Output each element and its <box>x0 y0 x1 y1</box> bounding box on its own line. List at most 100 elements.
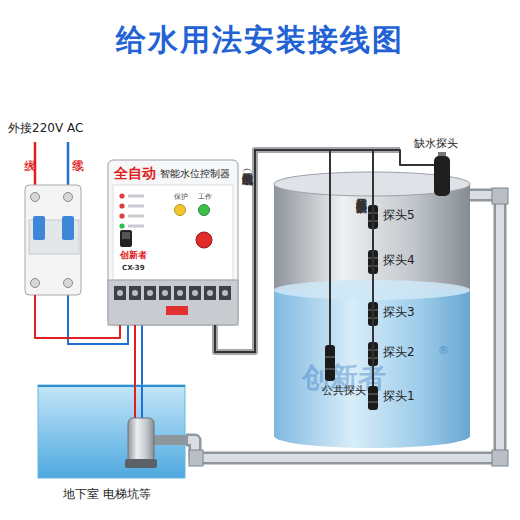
terminal-screw <box>31 193 40 202</box>
probe-ring <box>368 402 378 403</box>
terminal-screw <box>162 290 168 296</box>
live-wire <box>34 142 37 190</box>
indicator-label: 保护 <box>174 193 188 201</box>
front-panel <box>113 185 233 280</box>
terminal-block <box>219 286 231 300</box>
probe-body <box>368 205 378 229</box>
pump-base <box>125 459 157 468</box>
protection-led <box>175 205 186 216</box>
water-surface <box>38 385 185 387</box>
node-label: 缺水探头 <box>414 138 458 151</box>
tank-bottom <box>274 424 470 448</box>
level-probe: 探头3 <box>368 302 430 326</box>
submersible-pump <box>128 418 154 462</box>
probe-ring <box>368 258 378 259</box>
brand-logo: 创新者 <box>120 250 147 260</box>
probe-body <box>368 250 378 274</box>
dry-run-probe: 缺水探头 <box>412 138 472 208</box>
probe-ring <box>368 221 378 222</box>
probe-ring <box>325 369 335 370</box>
probe-body <box>368 342 378 366</box>
registered-mark: ® <box>438 345 449 358</box>
wiring-note: 使用三芯信号线 不要缺水保护只要二芯先 <box>337 190 367 312</box>
tank-body <box>274 184 470 436</box>
pipe-elbow <box>189 450 203 466</box>
start-stop-button <box>196 232 212 248</box>
terminal-screw <box>64 279 73 288</box>
diagram-title: 给水用法安装接线图 <box>0 20 520 61</box>
terminal-block <box>204 286 216 300</box>
led-legend-bar <box>128 205 144 208</box>
breaker-lever <box>62 216 74 240</box>
terminal-screw <box>117 290 123 296</box>
terminal-screw <box>192 290 198 296</box>
probe-body <box>368 386 378 410</box>
node-label: 探头1 <box>383 390 415 404</box>
probe-lead <box>412 164 434 166</box>
level-led <box>119 223 124 228</box>
level-probe: 探头2 <box>368 342 430 366</box>
terminal-block <box>114 286 126 300</box>
terminal-screw <box>64 193 73 202</box>
led-legend-bar <box>128 225 144 228</box>
level-probe: 探头5 <box>368 205 430 229</box>
probe-ring <box>325 357 335 358</box>
led-legend-bar <box>128 215 144 218</box>
node-label: 探头2 <box>383 346 415 360</box>
controller-housing <box>108 160 238 325</box>
probe-body <box>368 302 378 326</box>
common-probe: 公共探头 <box>322 345 374 400</box>
node-label: 公共探头 <box>322 385 366 398</box>
circuit-breaker: 火线零线 <box>22 150 86 295</box>
node-label: 探头4 <box>383 254 415 268</box>
dip-switch <box>166 306 188 315</box>
terminal-screw <box>31 279 40 288</box>
node-label: 探头5 <box>383 209 415 223</box>
node-label: 全自动 <box>114 165 156 181</box>
float-probe-body <box>434 156 450 196</box>
terminal-base <box>108 280 238 325</box>
led-legend-bar <box>128 195 144 198</box>
probe-ring <box>368 213 378 214</box>
terminal-screw <box>132 290 138 296</box>
terminal-block <box>174 286 186 300</box>
node-label: 探头3 <box>383 306 415 320</box>
level-led <box>119 203 124 208</box>
indicator-label: 工作 <box>198 193 212 201</box>
mode-switch <box>120 230 132 247</box>
terminal-block <box>159 286 171 300</box>
terminal-screw <box>222 290 228 296</box>
probe-ring <box>368 358 378 359</box>
pump-wire <box>134 385 136 418</box>
terminal-screw <box>177 290 183 296</box>
node-sublabel: CX-39 <box>122 264 145 272</box>
level-led <box>119 213 124 218</box>
power-wire <box>134 325 136 385</box>
power-wire <box>35 295 120 338</box>
mode-switch-knob <box>122 232 130 239</box>
breaker-body <box>25 185 81 295</box>
level-led <box>119 193 124 198</box>
probe-ring <box>368 350 378 351</box>
tank-water <box>274 290 470 436</box>
level-probe: 探头4 <box>368 250 430 274</box>
node-label: 地下室 电梯坑等 <box>63 488 151 502</box>
breaker-outline <box>22 150 86 295</box>
probe-ring <box>368 310 378 311</box>
neutral-wire <box>67 142 70 190</box>
terminal-block <box>189 286 201 300</box>
probe-ring <box>368 394 378 395</box>
level-probe: 探头1 <box>368 386 430 410</box>
breaker-lever <box>33 216 45 240</box>
water-level-controller: 全自动智能水位控制器CX-39 <box>108 160 238 325</box>
pump-wire <box>141 385 143 418</box>
probe-ring <box>368 318 378 319</box>
terminal-block <box>144 286 156 300</box>
pipe-elbow <box>492 188 508 204</box>
water-tank: 创新者探头5探头4探头3探头2探头1公共探头 <box>272 170 472 450</box>
probe-ring <box>368 266 378 267</box>
pit-water <box>38 385 185 478</box>
power-input-note: 外接220V AC <box>8 122 83 136</box>
sump-pit: 地下室 电梯坑等 <box>38 385 188 510</box>
terminal-screw <box>147 290 153 296</box>
